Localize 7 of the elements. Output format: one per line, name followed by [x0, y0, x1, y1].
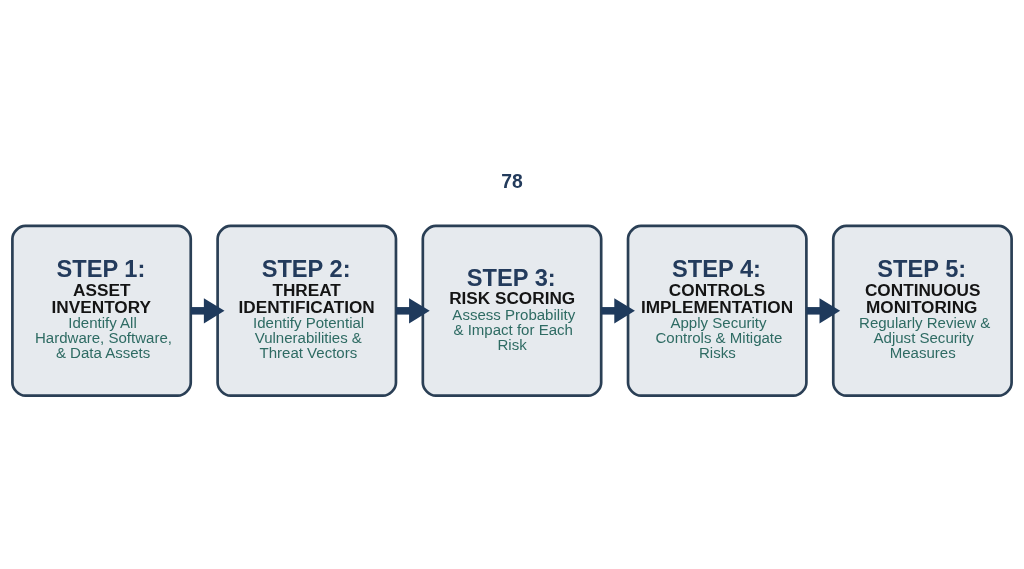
arrow [806, 298, 841, 324]
label: 78 [501, 170, 523, 192]
node-box: STEP 4: CONTROLS IMPLEMENTATION Apply Security Controls & Mitigate Risks [626, 224, 808, 398]
node-box: STEP 2: THREAT IDENTIFICATION Identify Potential Vulnerabilities & Threat Vectors [216, 224, 398, 398]
node-box: STEP 5: CONTINUOUS MONITORING Regularly Review & Adjust Security Measures [831, 224, 1013, 398]
node-box: STEP 3: RISK SCORING Assess Probability & Impact for Each Risk [421, 224, 603, 398]
node-box: STEP 1: ASSET INVENTORY Identify All Hardware, Software, & Data Assets [11, 224, 193, 398]
